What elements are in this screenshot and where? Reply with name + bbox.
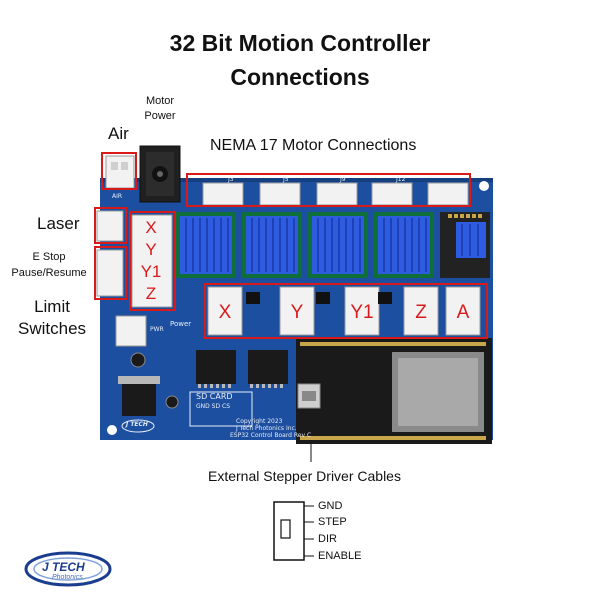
silk-board-name: ESP32 Control Board Rev C — [230, 432, 312, 439]
limit-switch-connectors — [131, 214, 173, 308]
voltage-regulator — [118, 376, 160, 416]
logo-sub: Photonics — [52, 574, 83, 581]
ic-u7 — [196, 350, 236, 384]
title-line-1: 32 Bit Motion Controller — [169, 30, 431, 56]
silk-logo: J TECH — [126, 421, 148, 428]
laser-highlight-box — [94, 207, 127, 244]
laser-connector — [96, 210, 124, 242]
external-axis-y1: Y1 — [350, 302, 374, 323]
external-highlight-box — [204, 283, 488, 339]
limit-axis-z: Z — [145, 284, 157, 303]
silk-sd-card: SD CARD — [196, 392, 233, 401]
external-axis-y: Y — [290, 302, 304, 323]
limit-axis-y: Y — [145, 240, 157, 259]
limit-axis-x: X — [145, 218, 157, 237]
estop-label: E Stop Pause/Resume — [11, 251, 87, 279]
heatsink-icon — [176, 212, 490, 278]
silk-air: AIR — [112, 193, 123, 200]
silk-power: Power — [170, 320, 192, 328]
pwr-connector — [115, 315, 147, 347]
air-label: Air — [108, 124, 129, 143]
silk-pwr: PWR — [150, 326, 164, 333]
motor-connectors-top — [202, 182, 469, 206]
estop-highlight-box — [94, 246, 127, 300]
logo-swoosh-icon — [24, 551, 112, 587]
silk-j12: J12 — [396, 176, 406, 183]
nema-label: NEMA 17 Motor Connections — [210, 137, 417, 154]
silk-j5: J5 — [283, 176, 289, 183]
connector-pin-diagram — [273, 501, 314, 561]
mount-hole-tr — [479, 181, 489, 191]
logo-name: J TECH — [42, 560, 85, 574]
nema-highlight-box — [186, 173, 471, 207]
laser-label: Laser — [37, 214, 80, 233]
pin-label-enable: ENABLE — [318, 550, 362, 562]
external-axis-a: A — [456, 302, 470, 323]
limit-highlight-box — [129, 211, 176, 311]
estop-connector — [96, 249, 124, 297]
esp32-module-icon — [296, 338, 492, 444]
silk-maker: J Tech Photonics Inc. — [236, 425, 297, 432]
external-stepper-connectors — [207, 286, 481, 336]
air-highlight-box — [101, 152, 137, 190]
dc-power-jack-icon — [139, 145, 181, 203]
title-line-2: Connections — [230, 64, 370, 90]
silk-j9: J9 — [340, 176, 346, 183]
external-label: External Stepper Driver Cables — [208, 468, 401, 484]
capacitor — [165, 395, 179, 409]
pin-label-dir: DIR — [318, 533, 337, 545]
pin-label-gnd: GND — [318, 500, 343, 512]
board-logo-icon — [121, 419, 155, 433]
limit-label: Limit Switches — [18, 297, 87, 338]
external-axis-x: X — [218, 302, 232, 323]
limit-axis-y1: Y1 — [140, 262, 162, 281]
sd-card-slot — [189, 391, 253, 427]
ic-u8 — [248, 350, 288, 384]
silk-copyright: Copyright 2023 — [236, 418, 283, 425]
silk-sd-pins: GND SD CS — [196, 403, 230, 410]
capacitor — [130, 352, 146, 368]
external-axis-z: Z — [415, 302, 427, 323]
silk-j3: J3 — [228, 176, 234, 183]
pin-label-step: STEP — [318, 516, 347, 528]
motor-power-label: Motor Power — [144, 95, 176, 122]
usb-port-icon — [297, 383, 321, 409]
mount-hole-bl — [107, 425, 117, 435]
